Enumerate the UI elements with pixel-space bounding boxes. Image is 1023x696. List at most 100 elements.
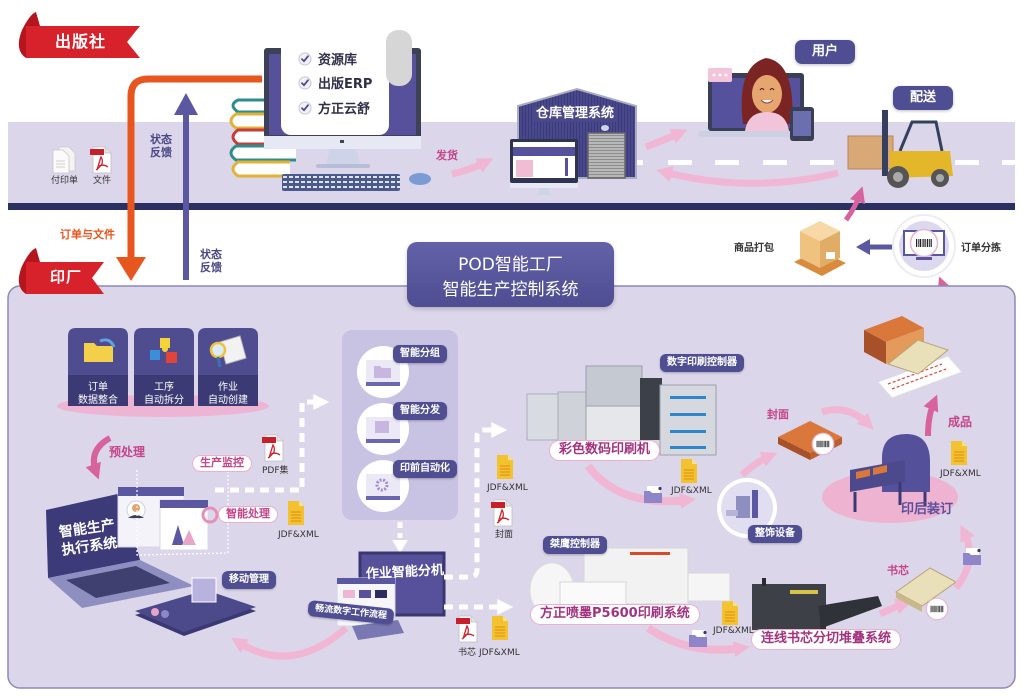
- pod-title-line2: 智能生产控制系统: [442, 279, 579, 300]
- pdf-set-label: PDF集: [262, 466, 289, 476]
- cover-label: 封面: [767, 408, 789, 421]
- checklist-item-label: 方正云舒: [318, 102, 371, 117]
- paper-scroll: [386, 30, 412, 86]
- document-icon: [52, 146, 76, 174]
- folder-icon: [374, 366, 391, 378]
- user-illustration: [698, 58, 814, 141]
- status-feedback-line2: 反馈: [150, 145, 172, 159]
- preprocess-arrow: [85, 435, 112, 480]
- road-dash: [1002, 160, 1015, 165]
- ship-arrow: [451, 158, 494, 178]
- jdf-document-icon: [287, 500, 305, 526]
- mobile-phone: [135, 577, 256, 636]
- status-feedback-label-bottom: 状态 反馈: [200, 248, 222, 274]
- mes-laptop-screen: [46, 493, 140, 578]
- preprocess-label: 预处理: [109, 445, 146, 459]
- status-feedback-line1: 状态: [200, 248, 222, 261]
- jdf-document-icon: [721, 600, 739, 626]
- ship-label: 发货: [436, 149, 458, 162]
- mobile-management-label: 移动管理: [222, 571, 276, 589]
- binding-label: 印后装订: [901, 502, 954, 517]
- pdf-icon: [262, 434, 284, 462]
- pod-factory-title: POD智能工厂 智能生产控制系统: [407, 242, 614, 307]
- forklift: [847, 110, 953, 188]
- router-keyboard: [352, 620, 404, 640]
- tile-order-data: [68, 328, 128, 406]
- road-dash: [715, 160, 739, 165]
- publisher-ribbon: [18, 12, 140, 58]
- status-feedback-arrowhead: [174, 93, 198, 115]
- to-prepress-dashed-arrow: [215, 394, 330, 493]
- puzzle-icon: [150, 338, 177, 363]
- pdf-icon: [456, 615, 478, 643]
- tile-label-line: 订单: [88, 382, 108, 393]
- book-block-pdf-label: 书芯: [458, 648, 477, 658]
- to-router-arrowhead: [392, 540, 408, 553]
- tile-order-data-label: 订单 数据整合: [68, 382, 128, 407]
- jdf-xml-label: JDF&XML: [713, 626, 754, 636]
- cover-pdf-label: 封面: [495, 530, 514, 540]
- digital-press-label: 彩色数码印刷机: [549, 440, 661, 461]
- inkjet-press-label: 方正喷墨P5600印刷系统: [530, 604, 700, 625]
- prepress-step-label: 印前自动化: [393, 460, 457, 478]
- barcode-icon: [925, 597, 949, 621]
- tile-job-create-label: 作业 自动创建: [198, 382, 258, 407]
- status-feedback-line: [183, 110, 189, 280]
- checklist-item: 出版ERP: [298, 73, 372, 92]
- feedback-loop-arrow: [231, 625, 349, 660]
- status-feedback-line1: 状态: [150, 133, 172, 146]
- order-sorting-icon: [892, 214, 956, 278]
- package-box-icon: [794, 221, 846, 276]
- file-stack-icon: [191, 577, 217, 603]
- production-monitor-label: 生产监控: [192, 455, 252, 472]
- road-dashes: [633, 160, 1015, 165]
- order-flow-line: [127, 75, 262, 262]
- digital-press-output-arrow: [584, 463, 696, 509]
- tile-label-line: 工序: [154, 382, 174, 393]
- folder-icon: [84, 343, 113, 362]
- tile-process-split-label: 工序 自动拆分: [134, 382, 194, 407]
- cover-to-binding-arrow: [820, 406, 874, 430]
- finished-goods-label: 成品: [948, 415, 973, 429]
- finishing-equipment-icon: [717, 478, 777, 538]
- pdf-icon: [90, 146, 112, 174]
- user-face: [752, 75, 782, 113]
- binding-machine: [850, 434, 930, 512]
- pack-label: 商品打包: [734, 243, 774, 254]
- book-block-icon: [895, 567, 957, 612]
- road-dash: [668, 160, 692, 165]
- road-dash: [810, 160, 834, 165]
- factory-ribbon-label: 印厂: [50, 268, 83, 286]
- file-label: 文件: [93, 176, 112, 186]
- inkjet-controller-label: 桀鹰控制器: [543, 536, 607, 554]
- road-dash: [763, 160, 787, 165]
- to-book-block-arrow: [878, 598, 912, 618]
- prepress-step-label: 智能分发: [393, 402, 447, 420]
- gear-icon: [375, 478, 389, 492]
- publisher-computer: [264, 29, 431, 191]
- check-icon: [298, 76, 312, 90]
- jdf-document-icon: [950, 440, 968, 466]
- mouse: [409, 173, 431, 185]
- tile-label-line: 作业: [218, 382, 238, 393]
- mes-title: 智能生产 执行系统: [58, 516, 119, 560]
- checklist-item: 资源库: [298, 49, 357, 68]
- warehouse-door: [587, 132, 626, 179]
- forklift-mast: [882, 110, 888, 176]
- barcode-icon: [909, 228, 939, 258]
- check-icon: [298, 52, 312, 66]
- digital-press-controller-label: 数字印刷控制器: [660, 354, 744, 372]
- jdf-document-icon: [680, 458, 698, 484]
- mes-laptop: [46, 465, 229, 608]
- factory-ribbon: [18, 248, 104, 294]
- user-label: 用户: [795, 40, 855, 64]
- pack-to-delivery-arrow: [843, 186, 866, 222]
- jdf-xml-label: JDF&XML: [278, 530, 319, 540]
- jdf-document-icon: [491, 615, 509, 641]
- magnifier-document-icon: [209, 335, 247, 368]
- sort-label: 订单分拣: [961, 243, 1001, 254]
- tile-job-create: [198, 328, 258, 406]
- stacking-system-machine: [752, 578, 882, 630]
- finished-goods-arrow: [923, 394, 939, 437]
